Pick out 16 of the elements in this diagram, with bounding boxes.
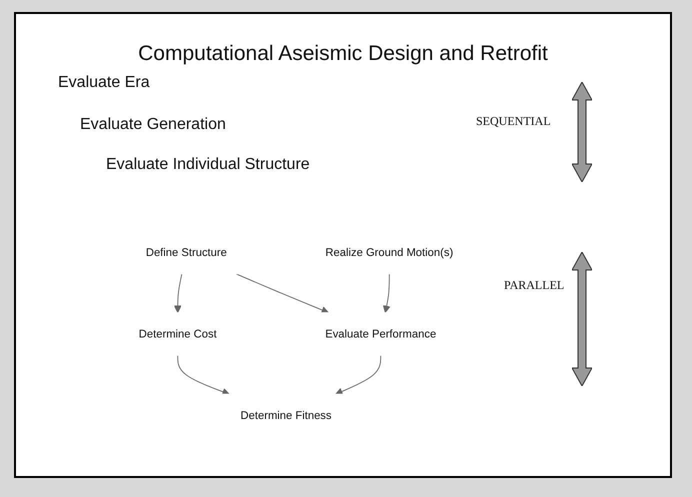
step-label: Evaluate Individual Structure <box>106 156 310 174</box>
node-text: Define Structure <box>146 246 227 259</box>
node-text: Determine Fitness <box>240 408 332 422</box>
node-text: Determine Cost <box>138 327 217 340</box>
side-label: PARALLEL <box>504 278 564 293</box>
step-label: Evaluate Era <box>58 74 150 92</box>
diagram-title: Computational Aseismic Design and Retrofit <box>137 42 549 66</box>
arrow <box>236 273 329 314</box>
step-label: Evaluate Generation <box>80 116 226 134</box>
arrow <box>174 273 182 313</box>
arrow <box>382 273 390 313</box>
node-text: Realize Ground Motion(s) <box>325 246 454 259</box>
side-label: SEQUENTIAL <box>476 114 551 129</box>
node-text: Evaluate Performance <box>325 327 436 340</box>
arrow <box>335 354 382 395</box>
arrow <box>177 354 230 396</box>
